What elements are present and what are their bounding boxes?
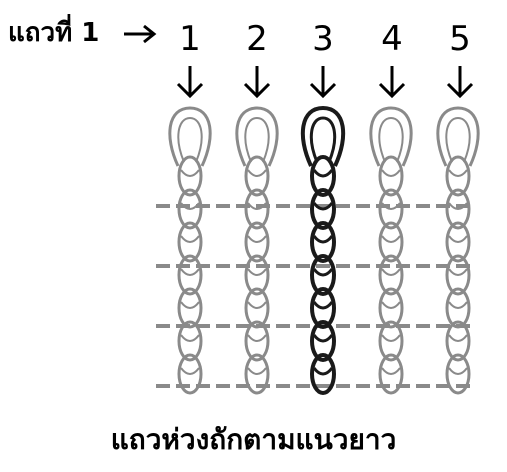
down-arrow-icon (442, 64, 478, 100)
stitch-twist (248, 368, 266, 374)
down-arrow-icon (374, 64, 410, 100)
stitch-twist (449, 269, 467, 275)
stitch-twist (382, 269, 400, 275)
stitch-twist (382, 335, 400, 341)
caption: แถวห่วงถักตามแนวยาว (0, 426, 507, 454)
stitch-twist (449, 335, 467, 341)
wale-top-loop-inner (178, 118, 201, 162)
stitch-twist (181, 170, 199, 176)
stitch-twist (314, 335, 332, 341)
stitch-twist (248, 269, 266, 275)
stitch-twist (248, 302, 266, 308)
stitch-twist (382, 203, 400, 209)
stitch-twist (314, 269, 332, 275)
down-arrow-icon (172, 64, 208, 100)
stitch-twist (449, 368, 467, 374)
wale-top-loop-inner (446, 118, 469, 162)
column-number-5: 5 (440, 22, 480, 56)
stitch-twist (382, 302, 400, 308)
stitch-twist (181, 269, 199, 275)
wale-top-loop-inner (379, 118, 402, 162)
column-number-2: 2 (237, 22, 277, 56)
row-label: แถวที่ 1 (8, 20, 99, 46)
stitch-twist (314, 170, 332, 176)
stitch-twist (314, 368, 332, 374)
stitch-twist (248, 335, 266, 341)
stitch-twist (382, 170, 400, 176)
stitch-twist (248, 236, 266, 242)
stitch-twist (382, 236, 400, 242)
stitch-twist (248, 170, 266, 176)
stitch-twist (449, 302, 467, 308)
stitch-twist (449, 170, 467, 176)
column-number-1: 1 (170, 22, 210, 56)
stitch-twist (382, 368, 400, 374)
stitch-twist (181, 335, 199, 341)
down-arrow-icon (239, 64, 275, 100)
column-number-3: 3 (303, 22, 343, 56)
wale-top-loop-inner (245, 118, 268, 162)
stitch-twist (181, 236, 199, 242)
stitch-twist (181, 302, 199, 308)
right-arrow-icon (122, 24, 158, 44)
stitch-twist (314, 236, 332, 242)
column-number-4: 4 (372, 22, 412, 56)
stitch-twist (314, 302, 332, 308)
down-arrow-icon (305, 64, 341, 100)
knit-fabric-illustration (140, 96, 480, 406)
stitch-twist (449, 236, 467, 242)
stitch-twist (181, 368, 199, 374)
